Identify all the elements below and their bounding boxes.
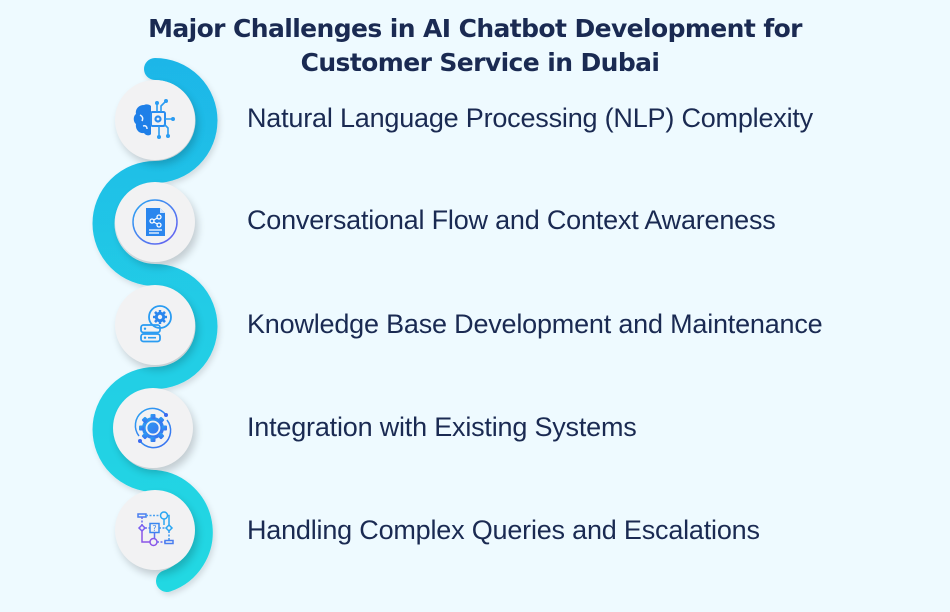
- shared-document-icon: [132, 199, 178, 245]
- step-2-icon-circle: [115, 182, 195, 262]
- step-3-label: Knowledge Base Development and Maintenan…: [247, 309, 823, 339]
- brain-circuit-icon: [133, 99, 175, 139]
- step-5-label: Handling Complex Queries and Escalations: [247, 515, 760, 545]
- svg-text:?: ?: [152, 524, 156, 533]
- step-5-icon-circle: ?: [115, 490, 195, 570]
- step-3-icon-circle: [115, 285, 195, 365]
- page-title: Major Challenges in AI Chatbot Developme…: [0, 12, 950, 80]
- server-gear-icon: [140, 305, 172, 343]
- gear-orbit-icon: [134, 407, 172, 449]
- title-line-1: Major Challenges in AI Chatbot Developme…: [148, 14, 802, 43]
- step-1-icon-circle: [115, 80, 195, 160]
- step-4-label: Integration with Existing Systems: [247, 412, 637, 442]
- step-4-icon-circle: [113, 388, 193, 468]
- step-2-label: Conversational Flow and Context Awarenes…: [247, 205, 776, 235]
- step-1-label: Natural Language Processing (NLP) Comple…: [247, 103, 813, 133]
- title-line-2: Customer Service in Dubai: [300, 48, 660, 77]
- flowchart-question-icon: ?: [137, 511, 174, 547]
